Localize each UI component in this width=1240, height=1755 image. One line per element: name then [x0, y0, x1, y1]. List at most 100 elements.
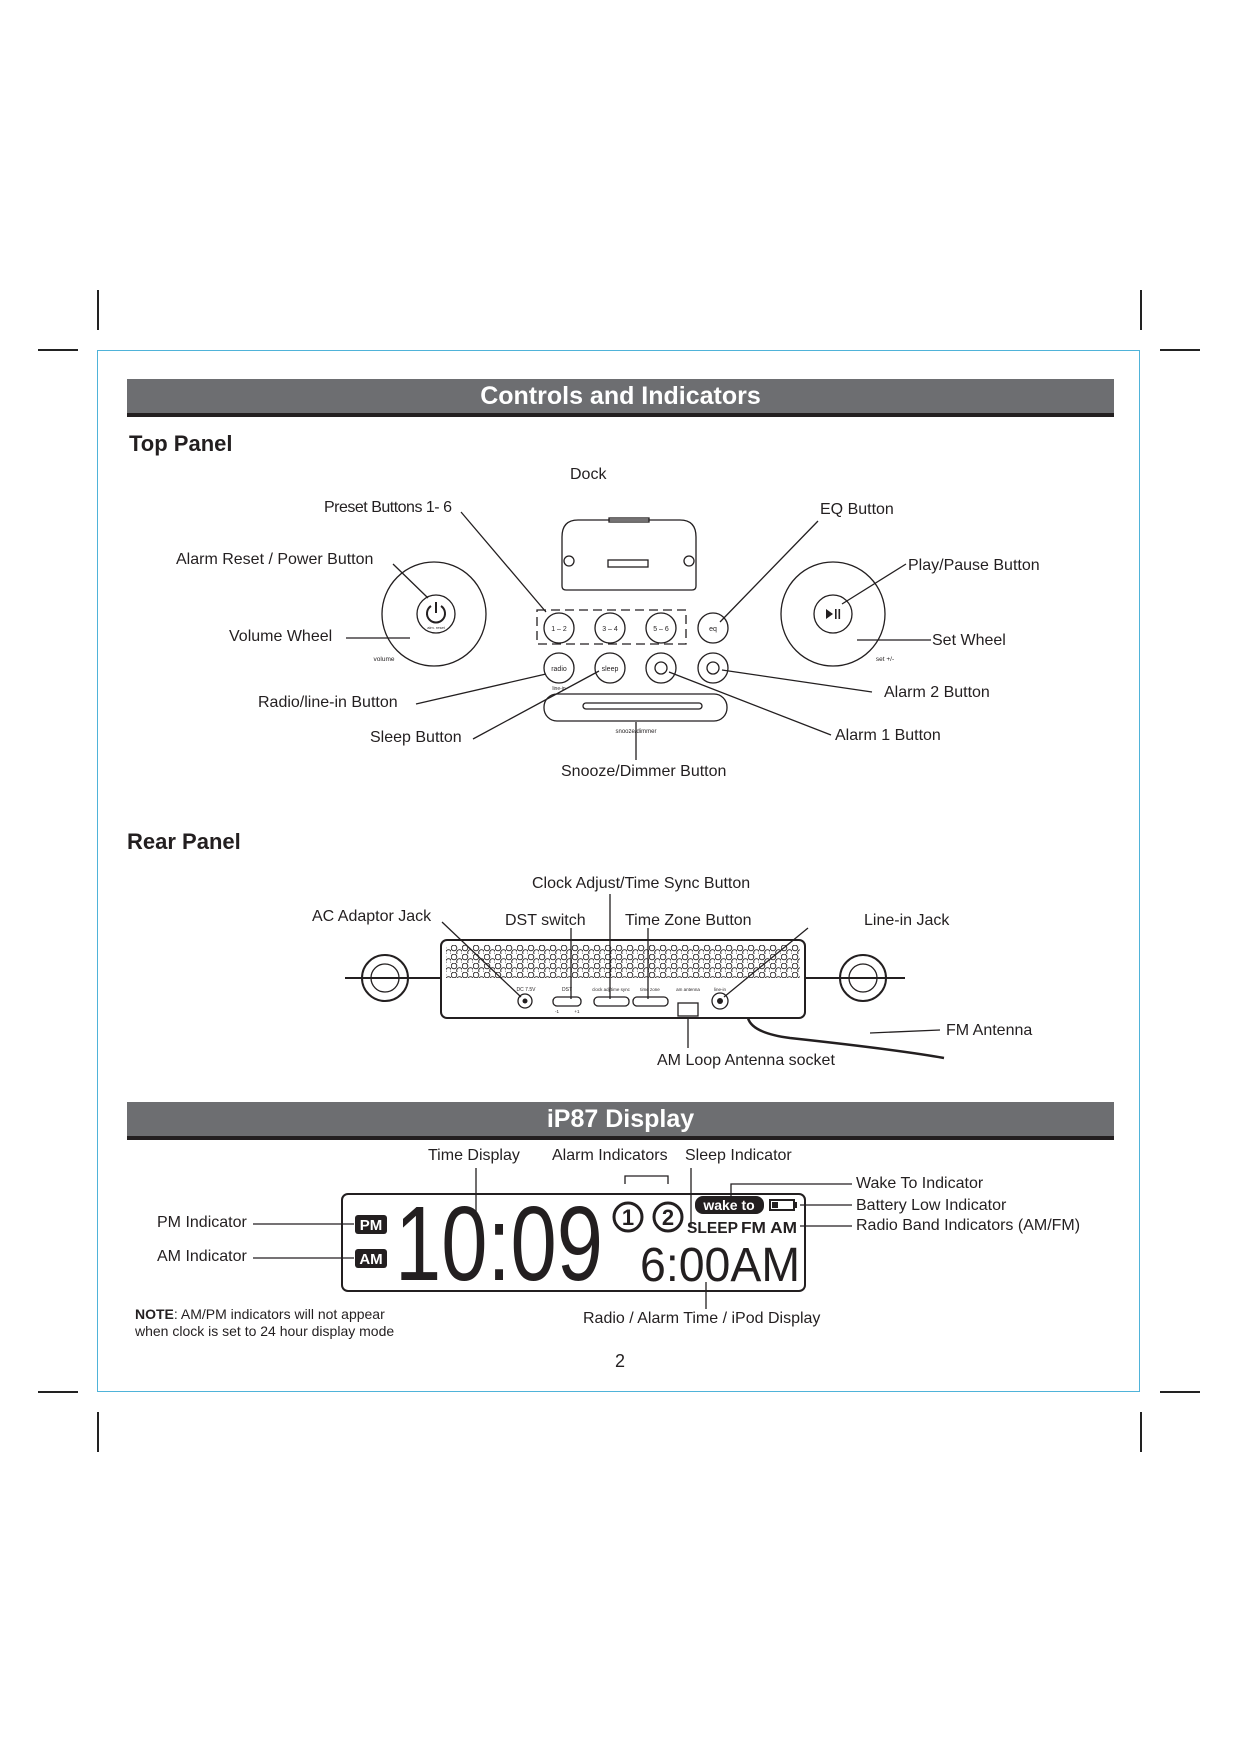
line-in-jack[interactable]: [711, 992, 729, 1010]
alarm-clock-icon: [654, 661, 668, 675]
clock-adjust-button[interactable]: [593, 996, 630, 1007]
power-icon: [426, 602, 446, 624]
time-zone-button[interactable]: [632, 996, 669, 1007]
lcd-alarm1-text: 1: [622, 1205, 634, 1230]
snooze-slot: [582, 702, 703, 710]
lcd-sleep-text: SLEEP: [687, 1220, 738, 1237]
device-text-set: set +/-: [876, 656, 894, 663]
label-dock: Dock: [570, 466, 607, 483]
alarm1-button[interactable]: [645, 652, 677, 684]
alarm2-indicator: [652, 1201, 684, 1233]
play-pause-icon: [826, 609, 841, 619]
device-text-eq: eq: [709, 626, 717, 633]
page-frame: [97, 350, 1140, 1392]
page-number: 2: [614, 1351, 625, 1371]
label-time-zone: Time Zone Button: [625, 912, 752, 929]
device-text-alm-reset: alm. reset: [427, 625, 445, 630]
crop-mark: [38, 1391, 78, 1393]
rear-panel-heading: Rear Panel: [127, 829, 241, 854]
device-text-5-6: 5 – 6: [653, 626, 669, 633]
volume-wheel[interactable]: [381, 561, 487, 667]
radio-button[interactable]: [543, 652, 575, 684]
fm-antenna-wire: [746, 1017, 945, 1060]
crop-mark: [1160, 349, 1200, 351]
am-indicator: [355, 1249, 387, 1268]
label-ac-adaptor: AC Adaptor Jack: [312, 908, 432, 925]
lcd-small-time: 6:00AM: [640, 1239, 800, 1292]
label-alarm-indicators: Alarm Indicators: [552, 1147, 668, 1164]
crop-mark: [97, 1412, 99, 1452]
lcd-band-text: FM AM: [741, 1220, 797, 1237]
display-title-bar: iP87 Display: [127, 1102, 1114, 1140]
alarm2-button[interactable]: [697, 652, 729, 684]
ac-adaptor-jack[interactable]: [517, 993, 533, 1009]
set-wheel[interactable]: [780, 561, 886, 667]
device-text-sleep: sleep: [602, 666, 619, 673]
display-title: iP87 Display: [546, 1105, 695, 1133]
label-alarm2: Alarm 2 Button: [884, 684, 990, 701]
play-pause-button[interactable]: [813, 594, 853, 634]
preset-button-3-4[interactable]: [594, 612, 626, 644]
device-text-snooze: snooze/dimmer: [615, 729, 656, 735]
note-text: NOTE: AM/PM indicators will not appear w…: [135, 1306, 394, 1340]
device-text-line-in: line-in: [552, 686, 566, 692]
label-battery-low: Battery Low Indicator: [856, 1197, 1007, 1214]
crop-mark: [1140, 290, 1142, 330]
device-text-1-2: 1 – 2: [551, 626, 567, 633]
pm-indicator: [355, 1215, 387, 1234]
label-am-indicator: AM Indicator: [157, 1248, 247, 1265]
eq-button[interactable]: [697, 612, 729, 644]
controls-title-bar: Controls and Indicators: [127, 379, 1114, 417]
label-radio-band: Radio Band Indicators (AM/FM): [856, 1217, 1081, 1234]
rear-text-minus1: -1: [555, 1009, 559, 1014]
label-radio-line-in: Radio/line-in Button: [258, 694, 398, 711]
label-sleep: Sleep Button: [370, 729, 462, 746]
device-text-3-4: 3 – 4: [602, 626, 618, 633]
label-dst-switch: DST switch: [505, 912, 586, 929]
power-button[interactable]: [416, 594, 456, 634]
crop-mark: [1160, 1391, 1200, 1393]
snooze-dimmer-bar[interactable]: [543, 693, 728, 722]
label-volume-wheel: Volume Wheel: [229, 628, 333, 645]
crop-mark: [38, 349, 78, 351]
label-alarm-reset: Alarm Reset / Power Button: [176, 551, 374, 568]
preset-button-5-6[interactable]: [645, 612, 677, 644]
device-text-radio: radio: [551, 666, 567, 673]
label-am-loop: AM Loop Antenna socket: [657, 1052, 835, 1069]
preset-group-outline: [536, 609, 687, 645]
rear-text-time-zone: time zone: [640, 987, 660, 992]
controls-title: Controls and Indicators: [480, 382, 761, 410]
left-foot: [361, 954, 409, 1002]
label-eq-button: EQ Button: [820, 501, 894, 518]
lcd-pm-text: PM: [360, 1217, 383, 1234]
label-wake-to: Wake To Indicator: [856, 1175, 984, 1192]
preset-button-1-2[interactable]: [543, 612, 575, 644]
crop-mark: [97, 290, 99, 330]
note-bold: NOTE: [135, 1306, 174, 1322]
crop-mark: [1140, 1412, 1142, 1452]
label-alarm1: Alarm 1 Button: [835, 727, 941, 744]
label-sleep-indicator: Sleep Indicator: [685, 1147, 792, 1164]
lcd-frame: [341, 1193, 806, 1292]
dock-icon: [561, 517, 697, 591]
rear-text-dst: DST: [562, 987, 572, 993]
rear-text-line-in: line-in: [714, 987, 727, 992]
label-preset-buttons: Preset Buttons 1- 6: [324, 499, 452, 516]
right-foot: [839, 954, 887, 1002]
sleep-button[interactable]: [594, 652, 626, 684]
alarm1-indicator: [612, 1201, 644, 1233]
am-antenna-socket[interactable]: [677, 1002, 699, 1017]
rear-text-plus1: +1: [574, 1009, 580, 1014]
dst-switch[interactable]: [552, 996, 582, 1007]
rear-text-am-antenna: am antenna: [676, 987, 700, 992]
rear-text-clock-sync: clock adj/time sync: [592, 987, 631, 992]
label-fm-antenna: FM Antenna: [946, 1022, 1033, 1039]
lcd-wake-to-text: wake to: [702, 1197, 754, 1213]
label-clock-adjust: Clock Adjust/Time Sync Button: [532, 875, 751, 892]
rear-text-dc: DC 7.5V: [517, 987, 537, 993]
label-snooze: Snooze/Dimmer Button: [561, 763, 727, 780]
device-text-volume: volume: [374, 656, 395, 663]
top-panel-heading: Top Panel: [129, 431, 233, 456]
